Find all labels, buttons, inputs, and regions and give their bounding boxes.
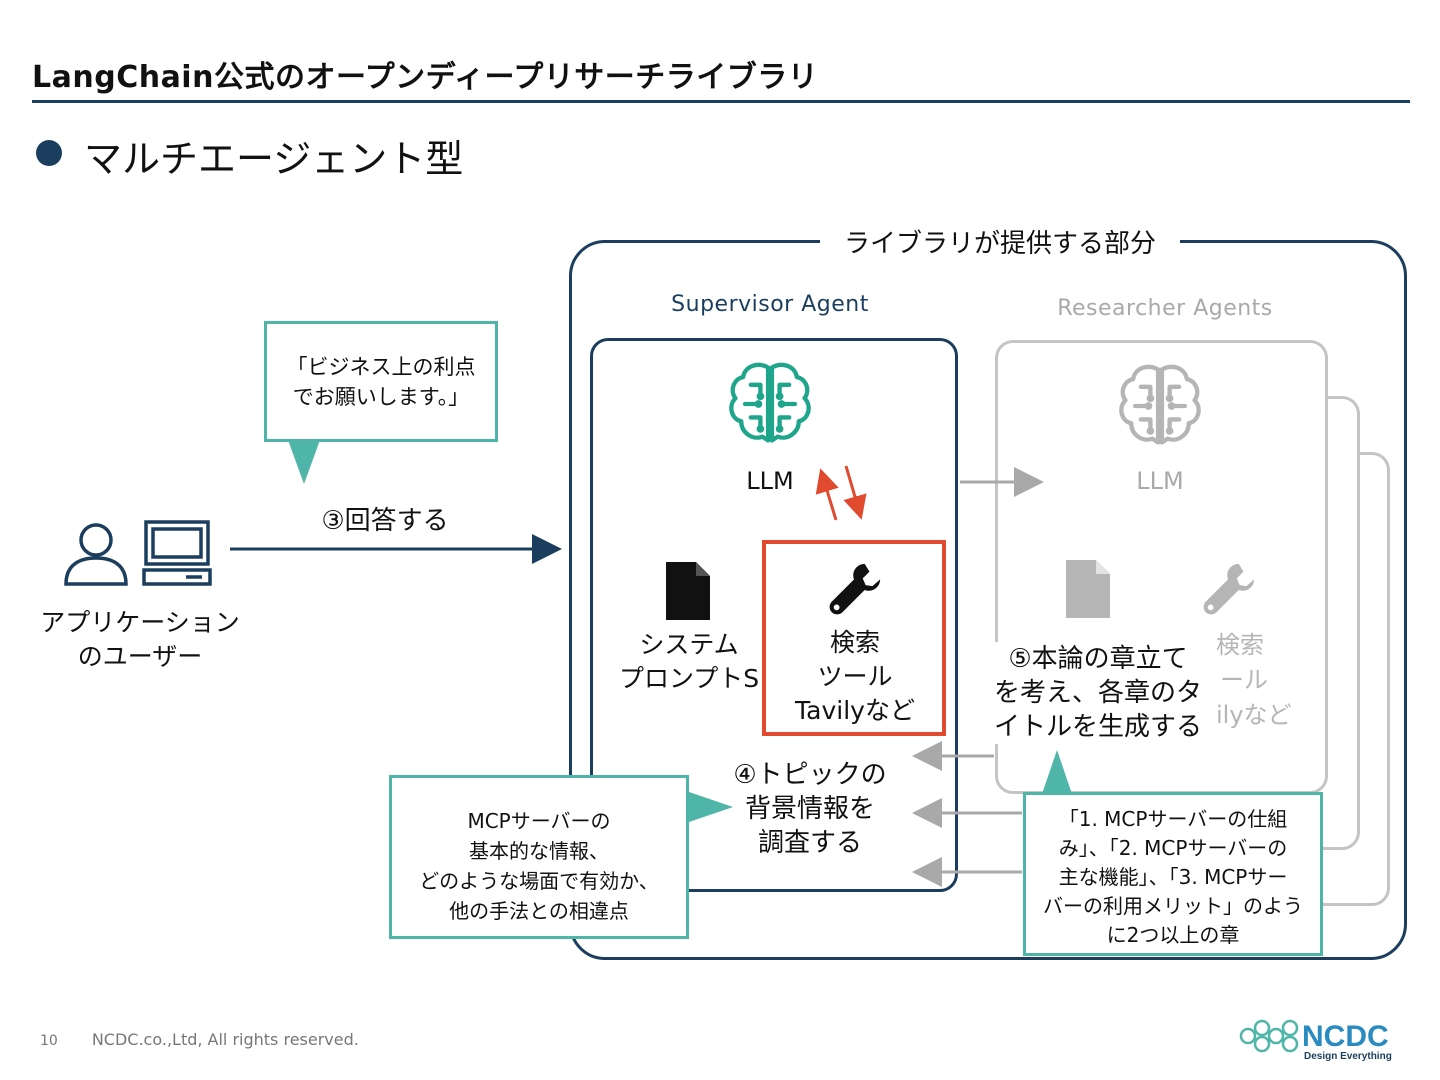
ncdc-logo-tagline: Design Everything [1304, 1051, 1392, 1062]
bullet-heading: マルチエージェント型 [84, 137, 464, 181]
library-label: ライブラリが提供する部分 [820, 224, 1180, 264]
researcher-agents-title: Researcher Agents [1057, 296, 1273, 321]
page-title: LangChain公式のオープンディープリサーチライブラリ [32, 60, 819, 95]
search-tool-label: 検索 ツール Tavilyなど [795, 628, 915, 725]
wrench-icon [826, 560, 884, 618]
wrench-icon [1200, 560, 1258, 618]
document-icon [1066, 560, 1110, 618]
user-request-callout: 「ビジネス上の利点 でお願いします。」 [264, 321, 498, 442]
ncdc-logo-text: NCDC [1302, 1020, 1389, 1053]
background-info-callout: MCPサーバーの 基本的な情報、 どのような場面で有効か、 他の手法との相違点 [389, 775, 689, 939]
bullet-dot [36, 140, 62, 166]
system-prompt-label: システム プロンプトS [618, 630, 760, 693]
supervisor-llm-label: LLM [746, 467, 794, 495]
document-icon [666, 562, 710, 620]
brain-icon [1112, 358, 1208, 454]
supervisor-agent-title: Supervisor Agent [671, 292, 869, 317]
brain-icon [722, 356, 818, 452]
user-request-tail [288, 440, 320, 484]
researcher-tool-label: 検索 ール ilyなど [1216, 631, 1292, 729]
tool-to-llm-arrow [815, 468, 839, 521]
background-info-tail [689, 792, 733, 822]
chapters-callout: 「1. MCPサーバーの仕組 み」、「2. MCPサーバーの 主な機能」、「3.… [1023, 792, 1323, 956]
step4-label: ④トピックの 背景情報を 調査する [700, 758, 920, 860]
user-label: アプリケーション のユーザー [40, 608, 240, 671]
step5-label: ⑤本論の章立て を考え、各章のタ イトルを生成する [990, 642, 1206, 744]
copyright: NCDC.co.,Ltd, All rights reserved. [91, 1030, 359, 1049]
chapters-tail [1042, 750, 1072, 794]
footer: 10 NCDC.co.,Ltd, All rights reserved. [40, 1030, 359, 1049]
person-icon [62, 520, 130, 588]
researcher-llm-label: LLM [1136, 467, 1184, 495]
ncdc-logo: NCDC Design Everything [1238, 1014, 1414, 1064]
computer-icon [142, 520, 212, 588]
llm-to-tool-arrow [843, 465, 867, 520]
page-number: 10 [40, 1033, 58, 1049]
step3-label: ③回答する [321, 506, 449, 536]
title-divider [32, 100, 1410, 103]
